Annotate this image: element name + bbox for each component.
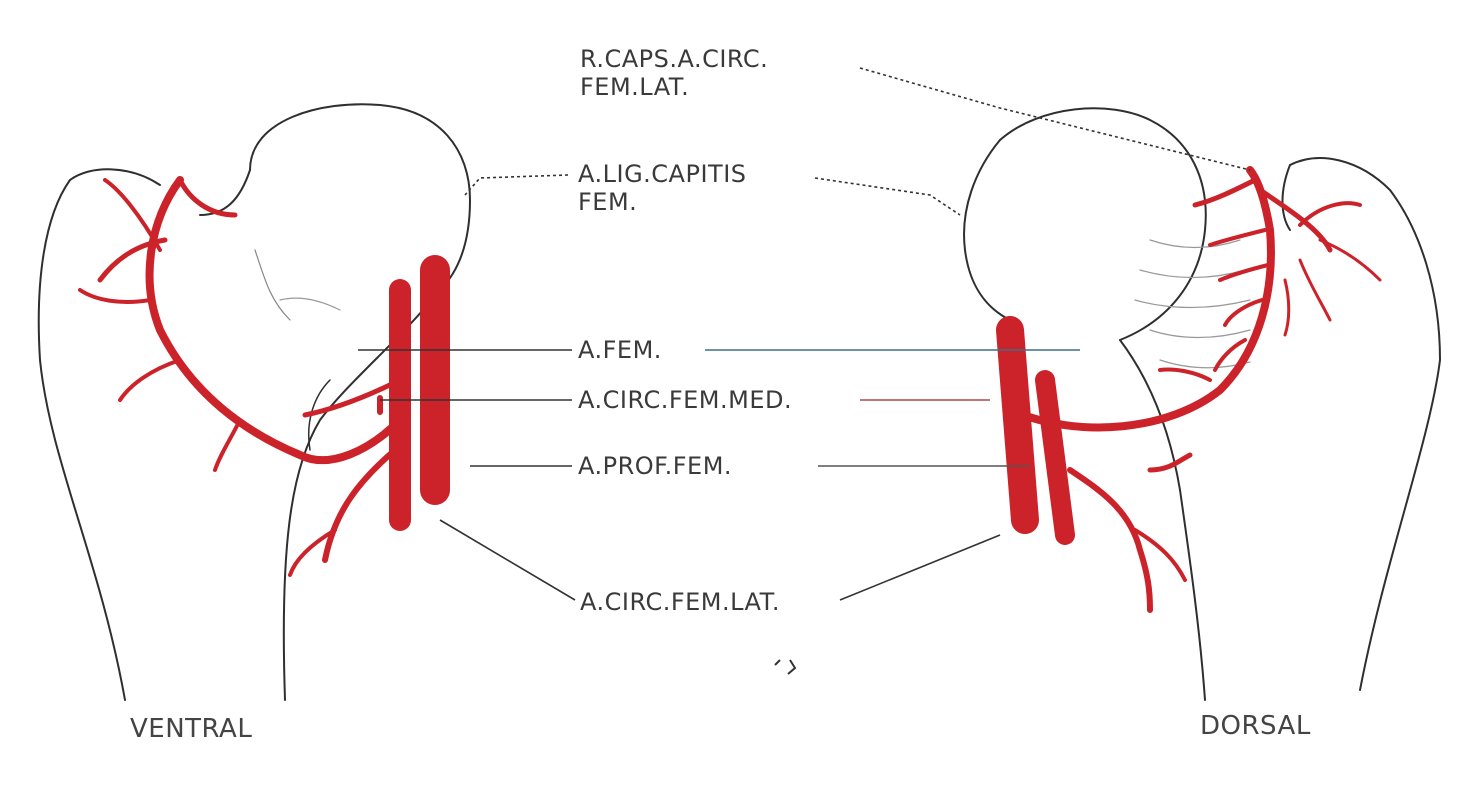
label-a-prof-fem: A.PROF.FEM.	[578, 452, 732, 480]
dorsal-arteries	[1010, 170, 1380, 610]
label-r-caps-line1: R.CAPS.A.CIRC.	[580, 45, 768, 73]
label-a-lig-capitis-line2: FEM.	[578, 188, 637, 216]
figure-mark	[775, 660, 795, 674]
label-a-circ-fem-lat: A.CIRC.FEM.LAT.	[580, 588, 780, 616]
ventral-arteries	[80, 180, 435, 575]
label-a-lig-capitis-line1: A.LIG.CAPITIS	[578, 160, 747, 188]
leader-lines	[358, 68, 1250, 600]
label-a-circ-fem-med: A.CIRC.FEM.MED.	[578, 386, 792, 414]
label-ventral-view: VENTRAL	[130, 715, 252, 743]
label-r-caps-line2: FEM.LAT.	[580, 73, 689, 101]
label-dorsal-view: DORSAL	[1200, 712, 1311, 740]
label-a-fem: A.FEM.	[578, 336, 662, 364]
